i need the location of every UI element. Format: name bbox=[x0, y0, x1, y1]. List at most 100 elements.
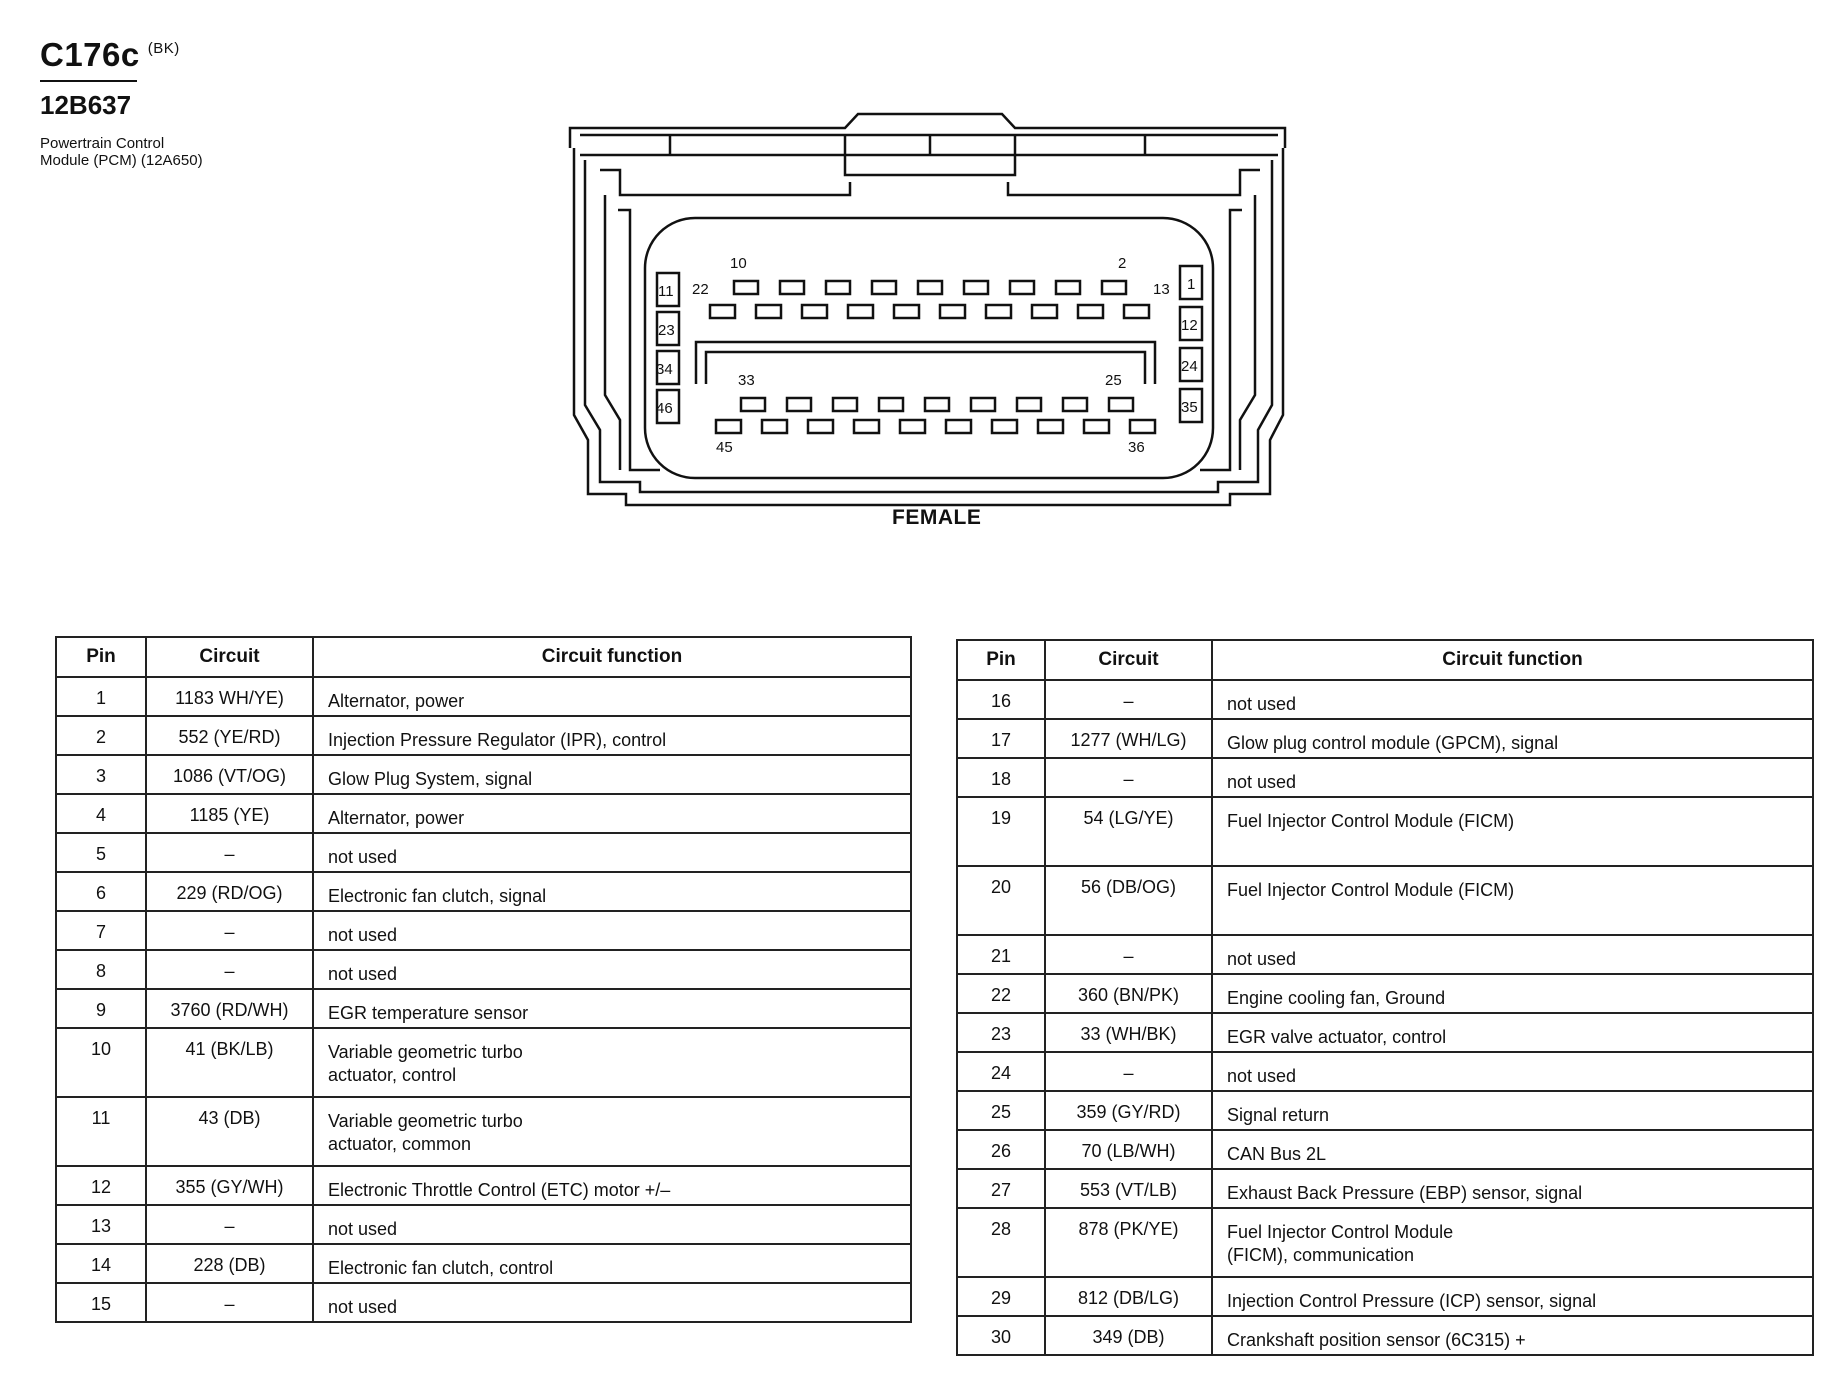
pin-number-cell: 5 bbox=[55, 832, 147, 873]
lower-row1-pin-cavity bbox=[1107, 396, 1135, 413]
pin-number-cell: 7 bbox=[55, 910, 147, 951]
circuit-function-cell: EGR temperature sensor bbox=[312, 988, 912, 1029]
circuit-function-text: not used bbox=[1227, 949, 1297, 969]
lower-row1-pin-cavity bbox=[969, 396, 997, 413]
circuit-cell: – bbox=[1044, 934, 1213, 975]
pin-number-cell: 15 bbox=[55, 1282, 147, 1323]
circuit-function-cell: not used bbox=[312, 832, 912, 873]
upper-row2-pin-cavity bbox=[984, 303, 1013, 320]
upper-row1-pin-cavity bbox=[916, 279, 944, 296]
circuit-function-text: Alternator, power bbox=[328, 808, 465, 828]
table-row: 15–not used bbox=[55, 1282, 912, 1323]
connector-id: C176c(BK) bbox=[40, 36, 180, 73]
pin-number-cell: 19 bbox=[956, 796, 1046, 867]
circuit-function-cell: Exhaust Back Pressure (EBP) sensor, sign… bbox=[1211, 1168, 1814, 1209]
lower-row2-pin-cavity bbox=[898, 418, 927, 435]
circuit-cell: – bbox=[1044, 1051, 1213, 1092]
circuit-function-cell: Injection Control Pressure (ICP) sensor,… bbox=[1211, 1276, 1814, 1317]
pin-number-cell: 30 bbox=[956, 1315, 1046, 1356]
lower-row2-pin-cavity bbox=[944, 418, 973, 435]
pin-number-cell: 22 bbox=[956, 973, 1046, 1014]
pin-number-cell: 17 bbox=[956, 718, 1046, 759]
circuit-function-cell: Electronic fan clutch, signal bbox=[312, 871, 912, 912]
circuit-function-text: Injection Control Pressure (ICP) sensor,… bbox=[1227, 1291, 1597, 1311]
table-row: 21–not used bbox=[956, 934, 1814, 975]
circuit-cell: 1277 (WH/LG) bbox=[1044, 718, 1213, 759]
circuit-cell: – bbox=[145, 949, 314, 990]
circuit-cell: 1086 (VT/OG) bbox=[145, 754, 314, 795]
circuit-cell: – bbox=[145, 1282, 314, 1323]
circuit-cell: 228 (DB) bbox=[145, 1243, 314, 1284]
circuit-function-text: Variable geometric turbo bbox=[328, 1042, 523, 1062]
upper-row1-pin-cavity bbox=[870, 279, 898, 296]
circuit-function-cell: not used bbox=[1211, 934, 1814, 975]
circuit-cell: 878 (PK/YE) bbox=[1044, 1207, 1213, 1278]
circuit-cell: – bbox=[1044, 679, 1213, 720]
pin-number-cell: 16 bbox=[956, 679, 1046, 720]
upper-row1-pin-cavity bbox=[1054, 279, 1082, 296]
upper-row2-pin-cavity bbox=[892, 303, 921, 320]
circuit-function-text: Signal return bbox=[1227, 1105, 1330, 1125]
pin-label-1: 1 bbox=[1187, 276, 1195, 293]
pin-number-cell: 29 bbox=[956, 1276, 1046, 1317]
upper-row1-pin-cavity bbox=[732, 279, 760, 296]
circuit-cell: 41 (BK/LB) bbox=[145, 1027, 314, 1098]
circuit-function-cell: not used bbox=[1211, 1051, 1814, 1092]
pin-label-10: 10 bbox=[730, 255, 747, 272]
circuit-cell: 3760 (RD/WH) bbox=[145, 988, 314, 1029]
circuit-function-text: Glow Plug System, signal bbox=[328, 769, 533, 789]
circuit-function-cell: Alternator, power bbox=[312, 676, 912, 717]
circuit-function-cell: not used bbox=[312, 1282, 912, 1323]
circuit-cell: 360 (BN/PK) bbox=[1044, 973, 1213, 1014]
circuit-function-text: Glow plug control module (GPCM), signal bbox=[1227, 733, 1559, 753]
circuit-function-text: Variable geometric turbo bbox=[328, 1111, 523, 1131]
pin-number-cell: 11 bbox=[55, 1096, 147, 1167]
pin-number-cell: 12 bbox=[55, 1165, 147, 1206]
upper-row2-pin-cavity bbox=[1076, 303, 1105, 320]
circuit-cell: 812 (DB/LG) bbox=[1044, 1276, 1213, 1317]
circuit-function-text: Electronic Throttle Control (ETC) motor … bbox=[328, 1180, 671, 1200]
circuit-function-cell: not used bbox=[1211, 757, 1814, 798]
pin-number-cell: 23 bbox=[956, 1012, 1046, 1053]
circuit-cell: 43 (DB) bbox=[145, 1096, 314, 1167]
pin-label-36: 36 bbox=[1128, 439, 1145, 456]
circuit-function-cell: Fuel Injector Control Module(FICM), comm… bbox=[1211, 1207, 1814, 1278]
lower-row1-pin-cavity bbox=[1061, 396, 1089, 413]
circuit-cell: 70 (LB/WH) bbox=[1044, 1129, 1213, 1170]
connector-header: C176c(BK) 12B637 Powertrain Control Modu… bbox=[40, 36, 203, 169]
upper-row1-pin-cavity bbox=[778, 279, 806, 296]
circuit-cell: 33 (WH/BK) bbox=[1044, 1012, 1213, 1053]
circuit-cell: 54 (LG/YE) bbox=[1044, 796, 1213, 867]
upper-row2-pin-cavity bbox=[938, 303, 967, 320]
center-key-rib bbox=[694, 340, 1157, 384]
upper-row1-pin-cavity bbox=[1008, 279, 1036, 296]
pin-number-cell: 4 bbox=[55, 793, 147, 834]
upper-row2-pin-cavity bbox=[800, 303, 829, 320]
circuit-function-cell: not used bbox=[312, 949, 912, 990]
circuit-function-text: EGR valve actuator, control bbox=[1227, 1027, 1447, 1047]
circuit-function-text: not used bbox=[1227, 1066, 1297, 1086]
circuit-function-cell: not used bbox=[1211, 679, 1814, 720]
circuit-function-cell: not used bbox=[312, 910, 912, 951]
circuit-function-text: Electronic fan clutch, control bbox=[328, 1258, 554, 1278]
pin-column-header: Pin bbox=[55, 636, 147, 678]
upper-row2-pin-cavity bbox=[1030, 303, 1059, 320]
module-description: Powertrain Control Module (PCM) (12A650) bbox=[40, 135, 203, 169]
circuit-function-text: Alternator, power bbox=[328, 691, 465, 711]
circuit-function-cell: Injection Pressure Regulator (IPR), cont… bbox=[312, 715, 912, 756]
pin-number-cell: 25 bbox=[956, 1090, 1046, 1131]
circuit-function-cell: Glow plug control module (GPCM), signal bbox=[1211, 718, 1814, 759]
pin-number-cell: 2 bbox=[55, 715, 147, 756]
